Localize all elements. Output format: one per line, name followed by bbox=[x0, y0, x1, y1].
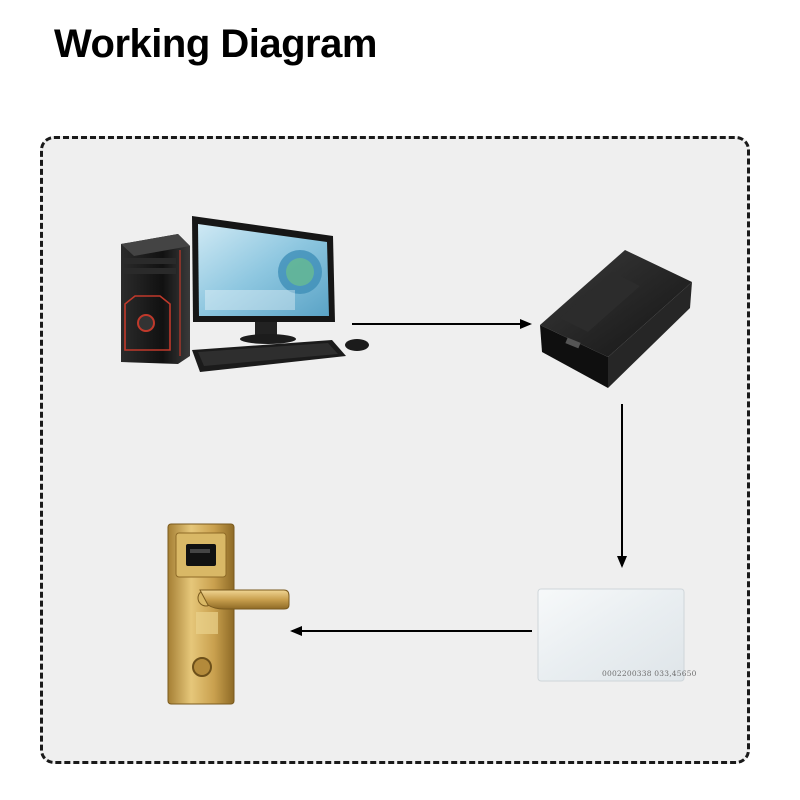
hotel-door-lock-icon bbox=[167, 523, 290, 705]
pc-mouse bbox=[345, 339, 369, 351]
diagram-title: Working Diagram bbox=[54, 22, 377, 66]
card-reader-icon bbox=[540, 250, 692, 388]
lever-handle bbox=[199, 589, 290, 610]
card-sensor-area bbox=[196, 612, 218, 634]
keyhole-icon bbox=[192, 657, 212, 677]
pc-tower bbox=[121, 234, 190, 364]
card-number-text: 0002200338 033,45650 bbox=[602, 669, 697, 678]
pc-keyboard bbox=[192, 340, 346, 372]
desktop-computer-icon bbox=[121, 216, 369, 372]
pc-monitor bbox=[192, 216, 335, 344]
rfid-card-icon: 0002200338 033,45650 bbox=[537, 588, 697, 682]
